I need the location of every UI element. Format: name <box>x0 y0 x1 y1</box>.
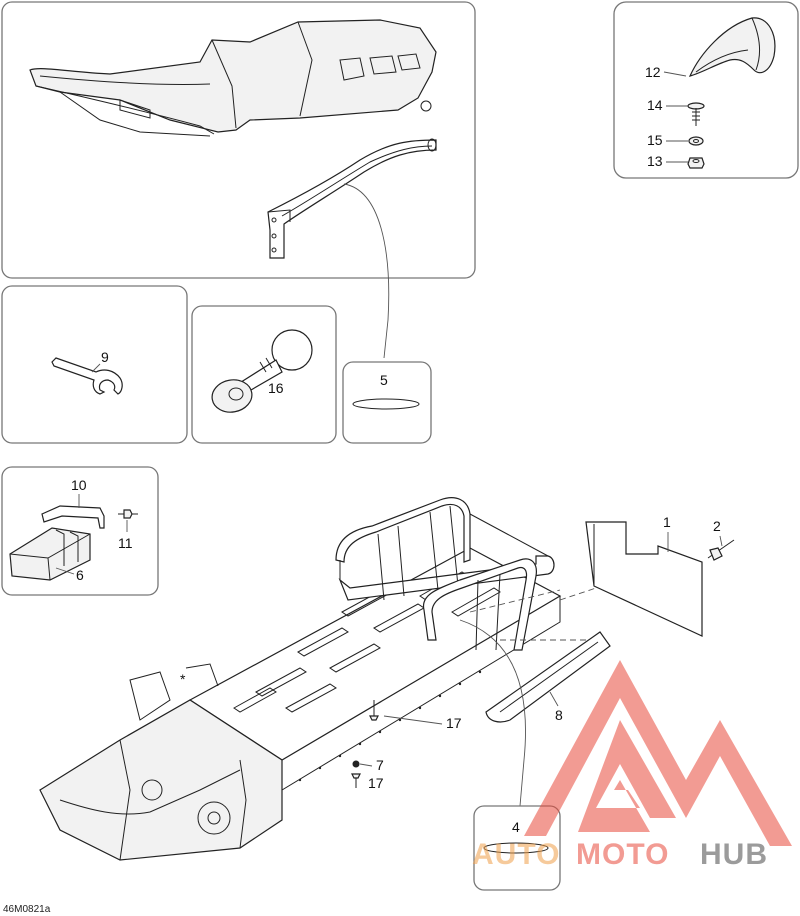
callout-15: 15 <box>647 132 663 148</box>
asterisk-mark: * <box>180 671 186 687</box>
part-17-rivet-upper <box>369 700 379 721</box>
leader-handle-to-5 <box>343 183 390 359</box>
part-8-protector-illustration <box>485 631 611 723</box>
hardware-detail-box: 12 14 15 13 <box>613 1 799 179</box>
part-5-oring-illustration <box>352 398 420 410</box>
part-2-rivet-illustration <box>707 539 735 561</box>
watermark-hub: HUB <box>700 838 768 871</box>
rear-bumper-illustration <box>29 19 437 137</box>
part-14-screw-illustration <box>687 102 705 126</box>
tunnel-rivets <box>298 670 482 782</box>
callout-17a: 17 <box>446 715 462 731</box>
part-15-washer-illustration <box>688 136 704 146</box>
callout-6: 6 <box>76 567 84 583</box>
callout-9: 9 <box>101 349 109 365</box>
part-4-oring-illustration <box>483 842 549 854</box>
part-16-horn-illustration <box>211 329 313 413</box>
part-17-rivet-lower <box>351 773 361 788</box>
callout-7: 7 <box>376 757 384 773</box>
callout-14: 14 <box>647 97 663 113</box>
part-9-wrench-illustration <box>51 357 123 395</box>
oring-detail-box: 5 <box>342 361 432 444</box>
part-6-bag-illustration <box>9 527 91 581</box>
callout-13: 13 <box>647 153 663 169</box>
diagram-code: 46M0821a <box>3 904 51 915</box>
bumper-detail-box <box>1 1 476 359</box>
callout-17b: 17 <box>368 775 384 791</box>
part-12-illustration <box>688 17 776 77</box>
part-1-snowflap-illustration <box>585 521 703 637</box>
tubular-handle-illustration <box>267 138 437 259</box>
automotohub-watermark-logo: AUTO MOTO HUB <box>472 660 792 871</box>
part-11-rivet-illustration <box>118 509 138 519</box>
callout-16: 16 <box>268 380 284 396</box>
oring-4-detail-box: 4 <box>473 805 561 891</box>
bag-detail-box: 10 11 6 <box>1 466 159 596</box>
leader-rack-to-4 <box>459 619 526 807</box>
rear-rack-illustration <box>335 497 555 651</box>
callout-4: 4 <box>512 819 520 835</box>
horn-detail-box: 16 <box>191 305 337 444</box>
wrench-detail-box: 9 <box>1 285 188 444</box>
watermark-auto: AUTO <box>472 838 560 871</box>
part-13-nut-illustration <box>687 157 705 169</box>
callout-2: 2 <box>713 518 721 534</box>
watermark-moto: MOTO <box>576 838 669 871</box>
part-10-bracket-illustration <box>41 505 105 529</box>
callout-11: 11 <box>118 535 133 551</box>
part-7-nut <box>352 760 360 768</box>
callout-5: 5 <box>380 372 388 388</box>
callout-10: 10 <box>71 477 87 493</box>
phantom-line-flap <box>469 587 597 613</box>
callout-12: 12 <box>645 64 661 80</box>
callout-8: 8 <box>555 707 563 723</box>
callout-1: 1 <box>663 514 671 530</box>
